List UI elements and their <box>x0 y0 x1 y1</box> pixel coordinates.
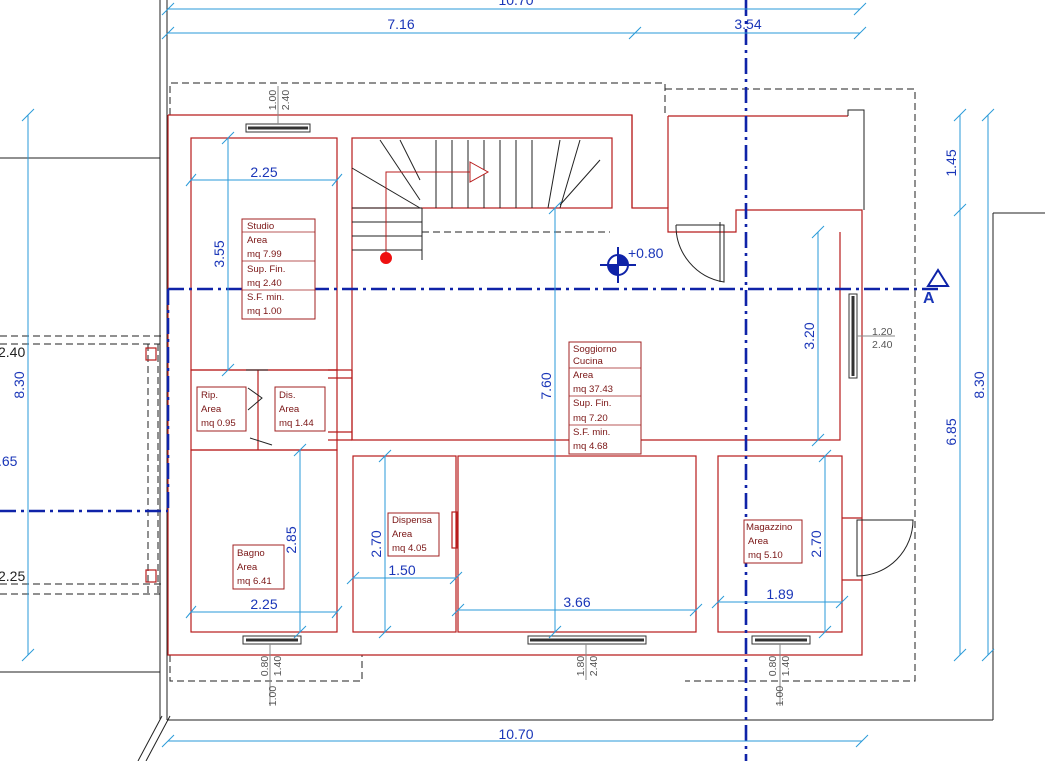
level-marker <box>600 247 636 283</box>
dis-line-2: mq 1.44 <box>279 418 314 429</box>
dis-line-0: Dis. <box>279 390 296 401</box>
level-label: +0.80 <box>628 245 664 261</box>
dim-soggiorno-height: 7.60 <box>538 372 554 399</box>
room-label-magazzino: Magazzino Area mq 5.10 <box>743 519 803 564</box>
dim-magazzino-height: 2.70 <box>808 530 824 557</box>
dim-left-cut-1: 2.40 <box>0 344 25 360</box>
stair-start-marker <box>380 252 392 264</box>
rip-line-2: mq 0.95 <box>201 418 236 429</box>
window-labels: 1.00 2.40 1.20 2.40 0.80 1.40 1.00 1.80 … <box>259 90 893 707</box>
magazzino-line-1: Area <box>748 536 769 547</box>
dashed-outline <box>0 82 916 682</box>
windows <box>242 123 858 645</box>
soggiorno-line-6: S.F. min. <box>573 427 610 438</box>
dim-soggiorno-width: 3.66 <box>563 594 590 610</box>
win-bagno-a: 0.80 <box>259 656 271 677</box>
dim-magazzino-width: 1.89 <box>766 586 793 602</box>
rip-line-1: Area <box>201 404 222 415</box>
studio-line-2: mq 7.99 <box>247 249 282 260</box>
doors <box>246 222 914 577</box>
dispensa-line-1: Area <box>392 529 413 540</box>
section-axes <box>0 0 950 761</box>
soggiorno-line-7: mq 4.68 <box>573 441 608 452</box>
soggiorno-line-4: Sup. Fin. <box>573 398 611 409</box>
soggiorno-line-1: Cucina <box>573 356 604 367</box>
dispensa-line-2: mq 4.05 <box>392 543 427 554</box>
dim-top-right: 3.54 <box>734 16 761 32</box>
dim-right-room-height: 3.20 <box>801 322 817 349</box>
win-bagno-c: 1.00 <box>267 686 279 707</box>
dim-right-upper: 1.45 <box>943 149 959 176</box>
studio-line-5: S.F. min. <box>247 292 284 303</box>
dim-dispensa-height: 2.70 <box>368 530 384 557</box>
dim-studio-width: 2.25 <box>250 164 277 180</box>
dispensa-line-0: Dispensa <box>392 515 433 526</box>
win-magazzino-c: 1.00 <box>774 686 786 707</box>
room-label-bagno: Bagno Area mq 6.41 <box>232 544 285 590</box>
staircase <box>351 139 601 264</box>
dim-bagno-height: 2.85 <box>283 526 299 553</box>
dis-line-1: Area <box>279 404 300 415</box>
win-magazzino-a: 0.80 <box>767 656 779 677</box>
win-studio-a: 1.00 <box>267 90 279 111</box>
studio-line-3: Sup. Fin. <box>247 264 285 275</box>
win-right-a: 1.20 <box>872 326 893 338</box>
room-label-dispensa: Dispensa Area mq 4.05 <box>387 512 440 557</box>
dim-bottom-total: 10.70 <box>498 726 533 742</box>
dim-bagno-width: 2.25 <box>250 596 277 612</box>
win-right-b: 2.40 <box>872 339 893 351</box>
room-label-dis: Dis. Area mq 1.44 <box>274 386 326 432</box>
studio-line-0: Studio <box>247 221 274 232</box>
magazzino-line-2: mq 5.10 <box>748 550 783 561</box>
dim-right-total: 8.30 <box>971 371 987 398</box>
magazzino-line-0: Magazzino <box>746 522 792 533</box>
bagno-line-0: Bagno <box>237 548 265 559</box>
bagno-line-1: Area <box>237 562 258 573</box>
dim-top-total: 10.70 <box>498 0 533 8</box>
win-studio-b: 2.40 <box>280 90 292 111</box>
dim-studio-height: 3.55 <box>211 240 227 267</box>
room-label-studio: Studio Area mq 7.99 Sup. Fin. mq 2.40 S.… <box>241 218 316 320</box>
rip-line-0: Rip. <box>201 390 218 401</box>
dim-right-lower: 6.85 <box>943 418 959 445</box>
bagno-line-2: mq 6.41 <box>237 576 272 587</box>
dim-top-left: 7.16 <box>387 16 414 32</box>
win-bagno-b: 1.40 <box>272 656 284 677</box>
room-label-rip: Rip. Area mq 0.95 <box>196 386 247 432</box>
dim-left-cut-3: 2.25 <box>0 568 25 584</box>
soggiorno-line-3: mq 37.43 <box>573 384 613 395</box>
studio-line-6: mq 1.00 <box>247 306 282 317</box>
win-soggiorno-b: 2.40 <box>588 656 600 677</box>
win-magazzino-b: 1.40 <box>780 656 792 677</box>
dimension-labels: 10.70 7.16 3.54 10.70 1.45 6.85 8.30 8.3… <box>0 0 987 742</box>
studio-line-1: Area <box>247 235 268 246</box>
dim-dispensa-width: 1.50 <box>388 562 415 578</box>
win-soggiorno-a: 1.80 <box>575 656 587 677</box>
dimension-lines <box>21 2 995 748</box>
dim-left-cut-2: .65 <box>0 453 18 469</box>
soggiorno-line-5: mq 7.20 <box>573 413 608 424</box>
soggiorno-line-0: Soggiorno <box>573 344 617 355</box>
room-label-soggiorno: Soggiorno Cucina Area mq 37.43 Sup. Fin.… <box>568 341 642 455</box>
section-label: A <box>923 290 935 307</box>
soggiorno-line-2: Area <box>573 370 594 381</box>
studio-line-4: mq 2.40 <box>247 278 282 289</box>
dim-left-total: 8.30 <box>11 371 27 398</box>
